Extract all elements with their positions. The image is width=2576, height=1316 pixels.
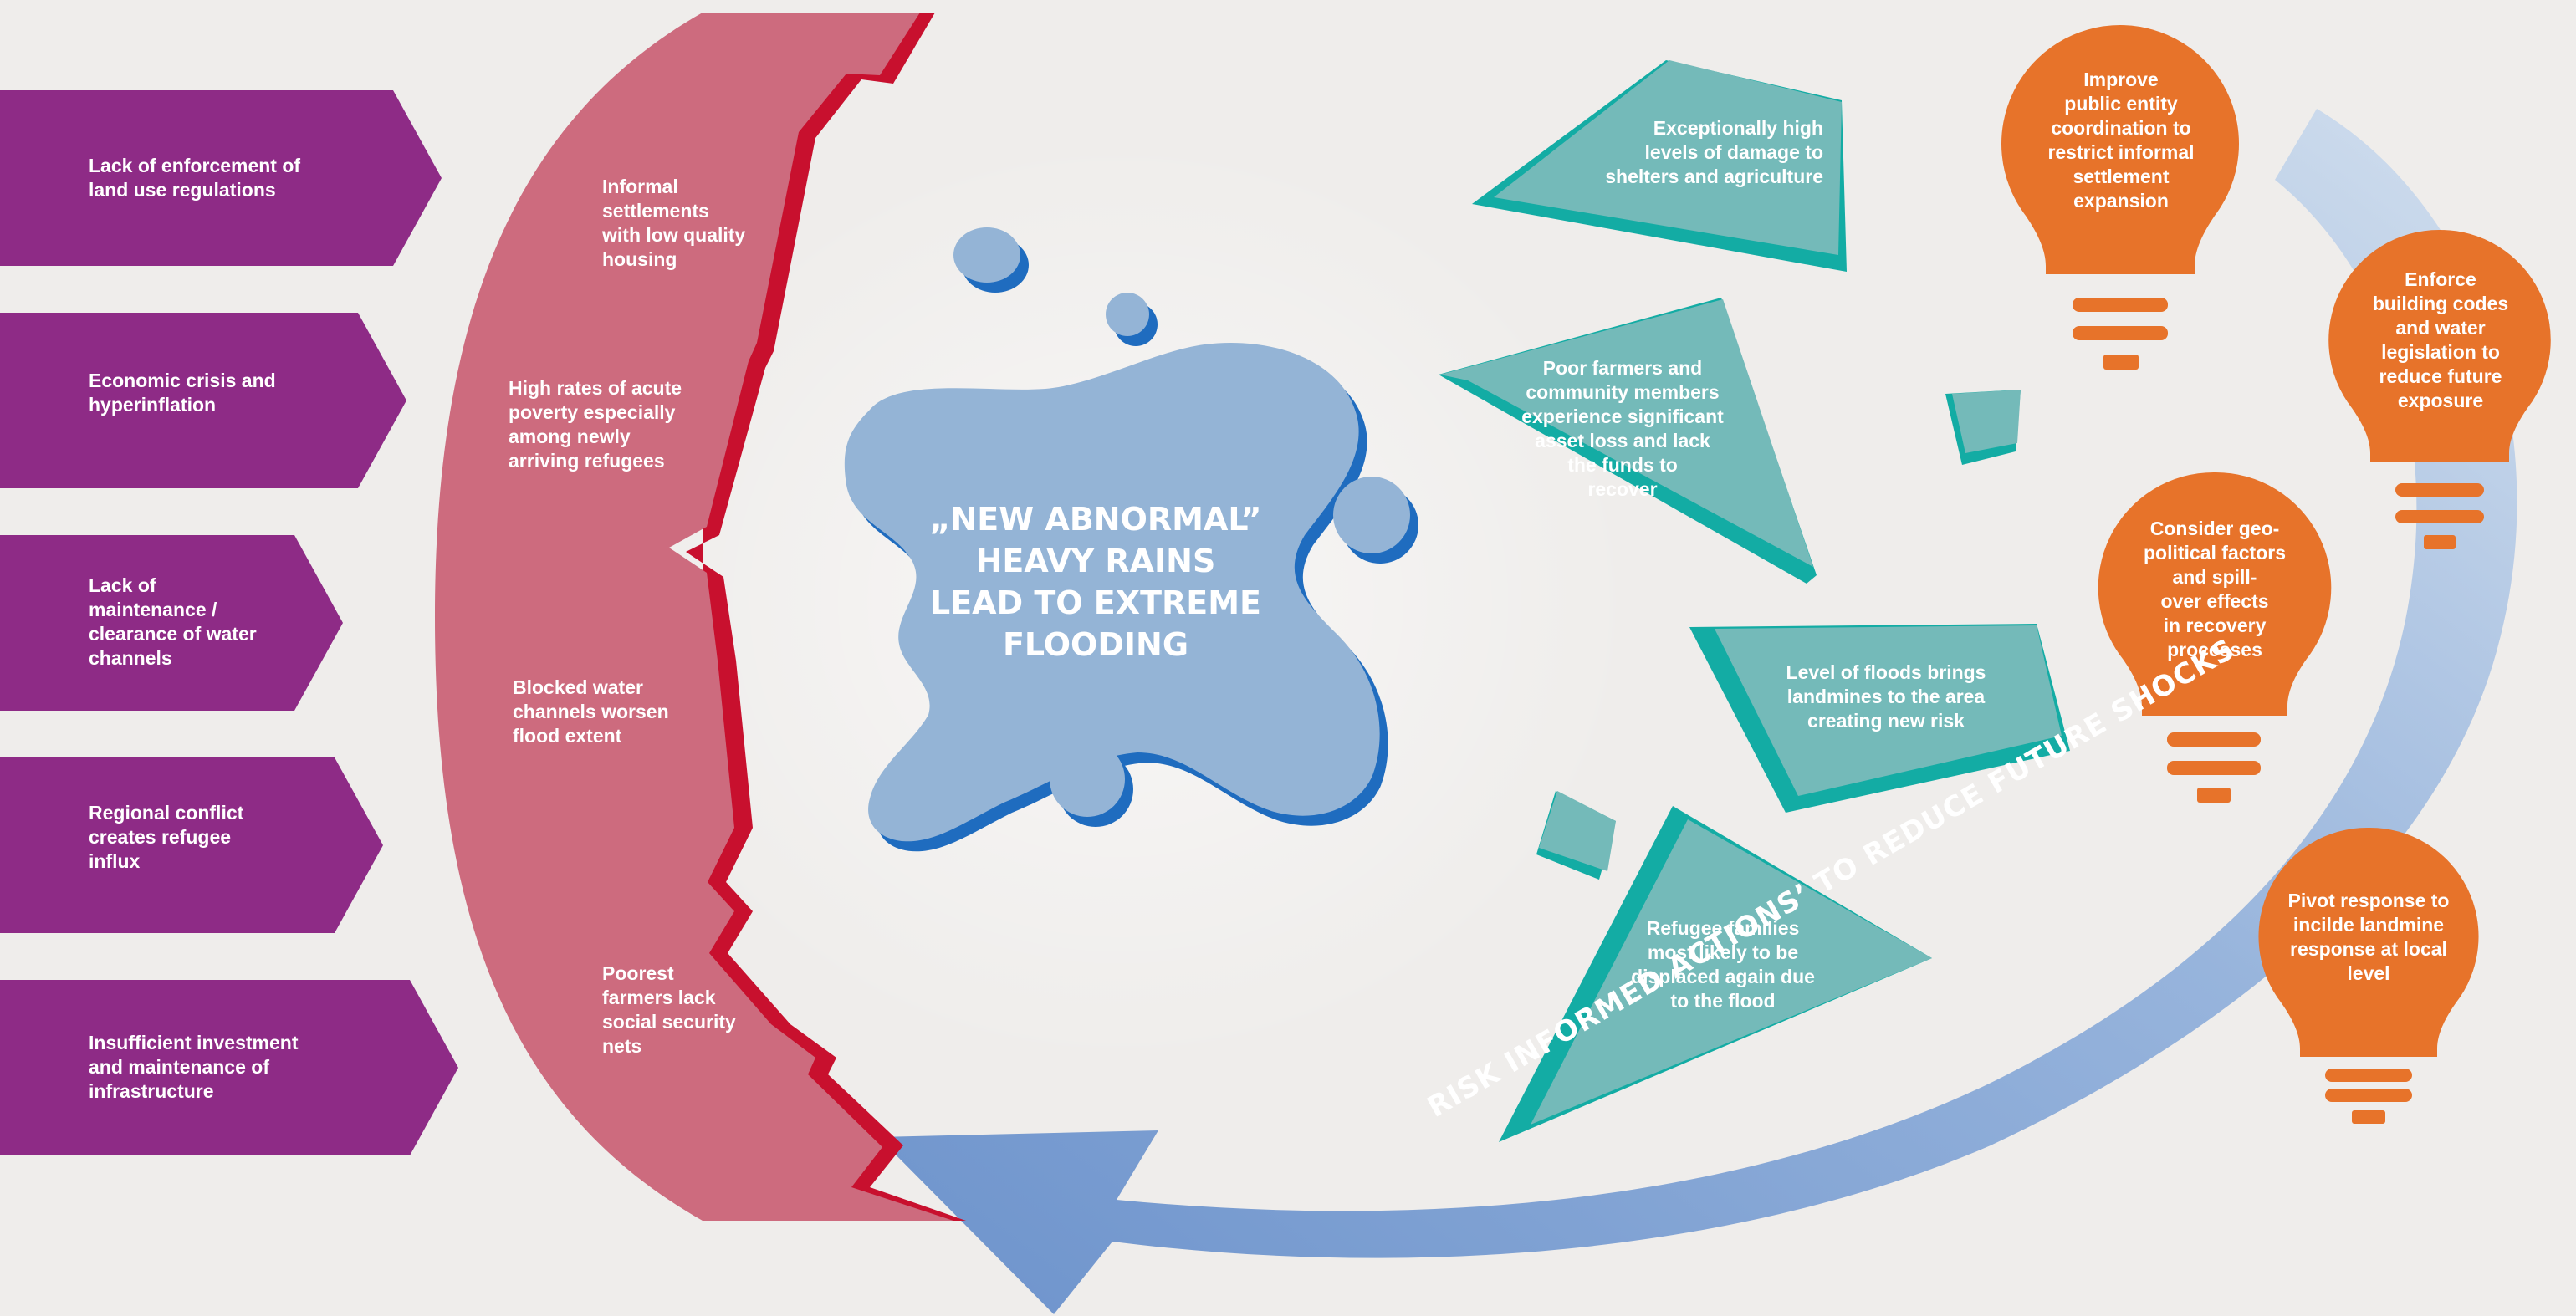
cause-label: Insufficient investment and maintenance … bbox=[89, 1032, 299, 1102]
cause-chevron-1 bbox=[0, 90, 442, 266]
vulnerability-label: Informal settlements with low quality ho… bbox=[602, 176, 746, 270]
water-splash bbox=[844, 227, 1418, 852]
impact-shard-3 bbox=[1689, 624, 2070, 813]
lightbulb-icon bbox=[2258, 827, 2479, 1124]
cause-chevron-4 bbox=[0, 757, 383, 933]
cause-chevron-2 bbox=[0, 313, 406, 488]
impact-shard-2 bbox=[1439, 298, 1817, 584]
vulnerability-label: High rates of acute poverty especially a… bbox=[509, 377, 682, 472]
vulnerability-label: Blocked water channels worsen flood exte… bbox=[513, 676, 669, 747]
impact-label: Refugee families most likely to be displ… bbox=[1631, 917, 1815, 1012]
impact-shard-1 bbox=[1472, 60, 1847, 272]
small-shard-1 bbox=[1945, 390, 2021, 465]
small-shard-2 bbox=[1536, 791, 1616, 880]
cause-label: Lack of maintenance / clearance of water… bbox=[89, 574, 257, 669]
lightbulb-icon bbox=[2328, 229, 2551, 549]
impact-label: Poor farmers and community members exper… bbox=[1521, 357, 1724, 500]
action-label: Pivot response to incilde landmine respo… bbox=[2287, 890, 2450, 984]
cause-chevron-3 bbox=[0, 535, 343, 711]
cause-label: Economic crisis and hyperinflation bbox=[89, 370, 276, 416]
impact-shard-4 bbox=[1499, 806, 1932, 1142]
impact-label: Exceptionally high levels of damage to s… bbox=[1605, 117, 1823, 187]
cause-label: Regional conflict creates refugee influx bbox=[89, 802, 244, 872]
cause-label: Lack of enforcement of land use regulati… bbox=[89, 155, 301, 201]
vulnerability-label: Poorest farmers lack social security net… bbox=[602, 962, 736, 1057]
action-label: Improve public entity coordination to re… bbox=[2047, 69, 2195, 212]
impact-label: Level of floods brings landmines to the … bbox=[1786, 661, 1986, 732]
action-label: Enforce building codes and water legisla… bbox=[2372, 268, 2509, 411]
lightbulb-icon bbox=[2098, 472, 2332, 803]
risk-informed-actions-arrow bbox=[878, 109, 2517, 1314]
vulnerability-arc bbox=[435, 13, 953, 1221]
action-label: Consider geo- political factors and spil… bbox=[2144, 518, 2286, 661]
cause-chevron-5 bbox=[0, 980, 458, 1155]
lightbulb-icon bbox=[2001, 25, 2240, 370]
center-title: „NEW ABNORMAL” HEAVY RAINS LEAD TO EXTRE… bbox=[929, 501, 1262, 663]
